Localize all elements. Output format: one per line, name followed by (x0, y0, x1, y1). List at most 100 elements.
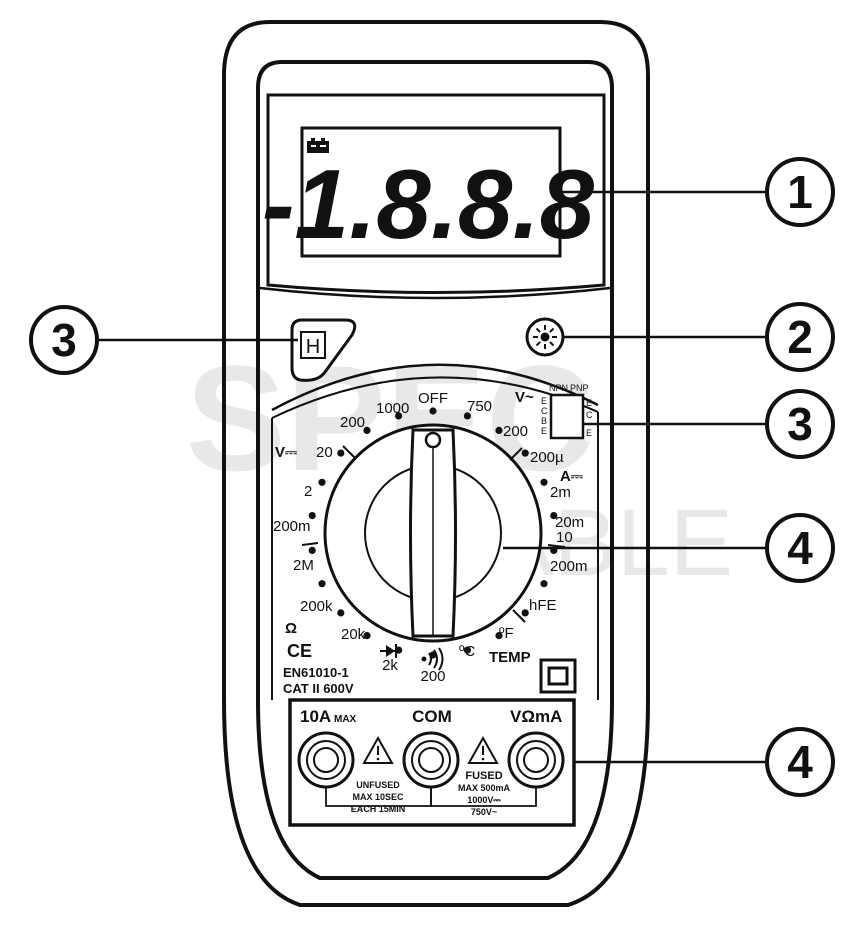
double-insulation-icon (539, 658, 577, 694)
callout-4b: 4 (765, 727, 835, 797)
standard-label: EN61010-1 (283, 665, 349, 680)
jack-com[interactable] (402, 731, 460, 789)
sun-ray (535, 341, 541, 347)
label-pnp: PNP (570, 383, 589, 393)
fused-line-3: 750V~ (471, 807, 497, 817)
label-v-dc-2: 2 (304, 483, 312, 500)
label-ohm: Ω (285, 620, 297, 637)
callout-1: 1 (765, 157, 835, 227)
label-jack-10a: 10A (300, 707, 331, 726)
pin-right-1: C (586, 410, 593, 420)
pin-right-0: E (586, 398, 592, 408)
label-npn: NPN (549, 383, 568, 393)
fused-line-0: FUSED (465, 770, 502, 782)
backlight-button[interactable] (525, 317, 565, 357)
callout-3b: 3 (765, 389, 835, 459)
callout-4b-number: 4 (787, 736, 813, 788)
callout-2-number: 2 (787, 311, 813, 363)
dial-dot (463, 412, 471, 420)
label-v-ac-750: 750 (467, 398, 492, 415)
range-separators (301, 445, 566, 623)
lcd-reading: -1.8.8.8 (262, 149, 595, 259)
dial-dot (521, 449, 529, 457)
pin-left-3: E (541, 426, 547, 436)
label-temp-f: ºF (499, 625, 514, 642)
label-a-200m: 200m (550, 558, 588, 575)
sun-icon (540, 332, 550, 342)
panel-divider (259, 286, 611, 300)
dial-dot (429, 407, 437, 415)
label-continuity-200: 200 (420, 668, 445, 685)
fused-line-1: MAX 500mA (458, 783, 511, 793)
label-ohm-200m: 200m (273, 518, 311, 535)
label-temp-c: ºC (459, 643, 475, 660)
label-ohm-2M: 2M (293, 557, 314, 574)
dial-dot (550, 511, 558, 520)
pin-left-1: C (541, 406, 548, 416)
pin-left-0: E (541, 396, 547, 406)
diode-icon (380, 644, 402, 658)
label-v-dc: V⎓ (275, 444, 297, 461)
label-a-200u: 200µ (530, 449, 564, 466)
label-jack-vohm: VΩmA (510, 707, 562, 726)
display-bezel (266, 93, 606, 294)
sun-ray (535, 327, 541, 333)
callout-1-number: 1 (787, 166, 813, 218)
fused-note: FUSED MAX 500mA 1000V⎓ 750V~ (458, 770, 511, 817)
unfused-note: UNFUSED MAX 10SEC EACH 15MIN (351, 780, 406, 814)
hold-button-label: H (306, 336, 320, 358)
dial-dot (363, 632, 371, 640)
housing-inner (256, 60, 614, 880)
dial-dot (463, 646, 471, 654)
dial-dot (495, 632, 503, 640)
label-v-ac-200: 200 (503, 423, 528, 440)
dial-labels: OFF V~ 750 200 200µ A⎓ 2m 20m 10 200m hF… (273, 389, 588, 685)
label-a-2m: 2m (550, 484, 571, 501)
hold-button[interactable]: H (290, 318, 357, 382)
callout-3a: 3 (29, 305, 99, 375)
fused-line-2: 1000V⎓ (467, 795, 501, 805)
label-v-dc-200: 200 (340, 414, 365, 431)
jack-10a[interactable] (297, 731, 355, 789)
certifications: CE EN61010-1 CAT II 600V (283, 641, 354, 696)
dial-panel-sides (271, 412, 599, 700)
callout-leaders (99, 190, 767, 764)
callout-3a-number: 3 (51, 314, 77, 366)
dial-dot (495, 426, 503, 434)
rotary-dial[interactable] (323, 423, 543, 643)
pin-right-2: E (586, 428, 592, 438)
dial-dot (540, 478, 548, 486)
unfused-line-1: MAX 10SEC (352, 792, 404, 802)
socket-pins-right: E C E (586, 398, 593, 438)
label-temp: TEMP (489, 649, 531, 666)
continuity-icon (421, 647, 444, 671)
sun-icon-rays (533, 325, 557, 349)
unfused-line-0: UNFUSED (356, 780, 400, 790)
dial-dot (318, 478, 326, 486)
unfused-line-2: EACH 15MIN (351, 804, 406, 814)
jack-labels: 10A MAX COM VΩmA (300, 707, 562, 726)
hfe-socket-box (549, 393, 585, 440)
battery-icon (307, 138, 329, 153)
jack-vohm[interactable] (507, 731, 565, 789)
dial-dot (363, 426, 371, 434)
label-a-20m: 20m (555, 514, 584, 531)
dial-dot (318, 580, 326, 588)
transistor-socket[interactable]: NPN PNP E C B E E C E (541, 383, 593, 440)
dial-dot (540, 580, 548, 588)
label-ohm-200k: 200k (300, 598, 333, 615)
dial-dot (337, 609, 345, 617)
warning-icon (467, 735, 499, 764)
housing-outer (222, 20, 650, 907)
callout-3b-number: 3 (787, 398, 813, 450)
label-a-dc: A⎓ (560, 468, 583, 485)
pin-left-2: B (541, 416, 547, 426)
callout-2: 2 (765, 302, 835, 372)
category-label: CAT II 600V (283, 681, 354, 696)
label-hfe: hFE (529, 597, 557, 614)
label-off: OFF (418, 390, 448, 407)
warning-icon (362, 735, 394, 764)
ce-mark: CE (287, 641, 312, 661)
label-v-dc-20: 20 (316, 444, 333, 461)
